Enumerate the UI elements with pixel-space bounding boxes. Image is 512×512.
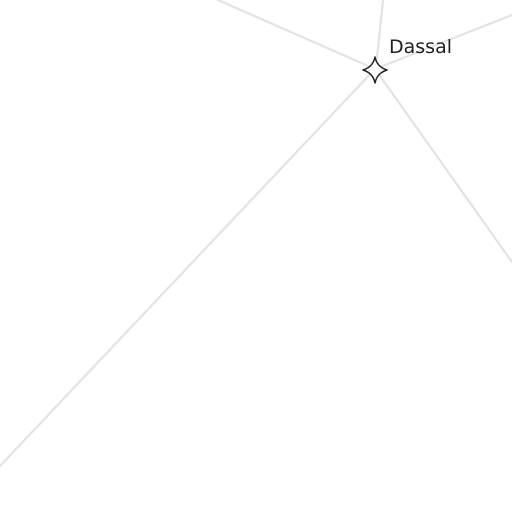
road-southeast bbox=[373, 67, 512, 264]
road-northeast bbox=[373, 13, 512, 71]
four-point-star-icon[interactable] bbox=[362, 56, 388, 84]
place-label: Dassal bbox=[389, 36, 452, 58]
road-southwest bbox=[0, 67, 377, 468]
road-north bbox=[373, 0, 385, 71]
road-northwest bbox=[216, 0, 377, 71]
